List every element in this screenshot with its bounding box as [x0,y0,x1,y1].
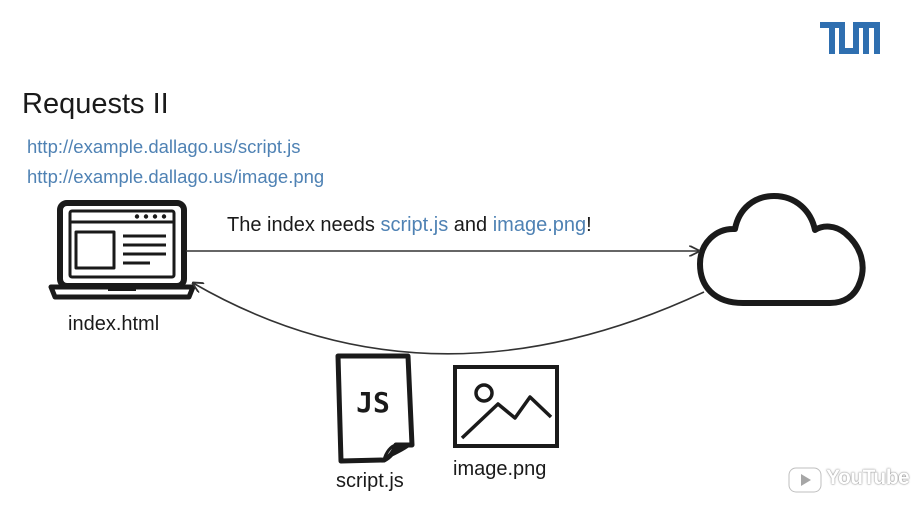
tum-logo-icon [820,22,880,54]
js-icon-label: JS [356,386,390,419]
laptop-icon [48,200,196,300]
request-message: The index needs script.js and image.png! [227,214,592,237]
cloud-icon [697,193,866,306]
image-file-icon [453,365,559,448]
url-script: http://example.dallago.us/script.js [27,136,301,157]
message-file-script: script.js [380,214,449,236]
message-suffix: ! [586,214,592,236]
youtube-logo-icon [788,467,822,493]
youtube-watermark: YouTube [826,466,910,489]
slide-title: Requests II [22,88,169,120]
label-image-png: image.png [453,458,547,480]
label-script-js: script.js [336,470,404,492]
message-file-image: image.png [492,214,587,236]
message-middle: and [448,214,493,236]
js-file-icon: JS [335,353,415,464]
message-prefix: The index needs [227,214,381,236]
response-arrow [193,283,705,355]
url-image: http://example.dallago.us/image.png [27,166,325,187]
label-index-html: index.html [68,313,160,335]
